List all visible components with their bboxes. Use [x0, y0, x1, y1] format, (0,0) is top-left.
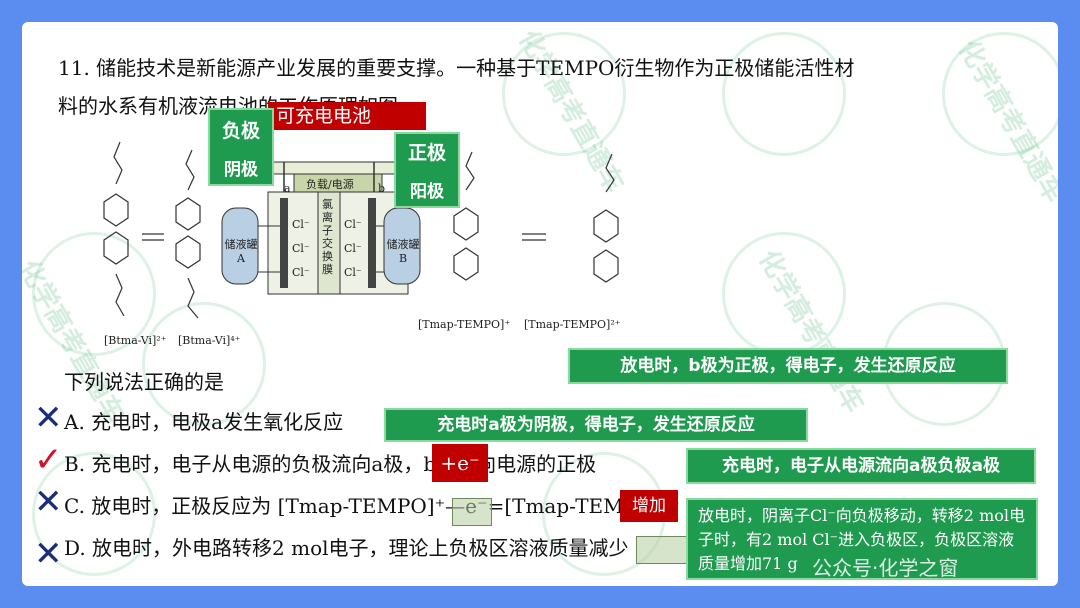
question-line-1: 11. 储能技术是新能源产业发展的重要支撑。一种基于TEMPO衍生物作为正极储能… — [58, 56, 855, 80]
cl-ion: Cl⁻ — [292, 266, 310, 279]
watermark-circle — [142, 302, 266, 426]
positive-electrode-label: 正极 — [407, 142, 446, 164]
option-d-highlight — [636, 536, 690, 564]
cl-ion: Cl⁻ — [344, 242, 362, 255]
option-c[interactable]: C. 放电时，正极反应为 [Tmap-TEMPO]⁺—e⁻=[Tmap-TEMP… — [64, 494, 680, 518]
note-charge-a: 充电时a极为阴极，得电子，发生还原反应 — [384, 408, 808, 442]
watermark-circle — [722, 32, 846, 156]
note-charge-flow: 充电时，电子从电源流向a极负极a极 — [686, 448, 1036, 484]
option-d[interactable]: D. 放电时，外电路转移2 mol电子，理论上负极区溶液质量减少 — [64, 536, 629, 560]
btma-vi-4-label: [Btma-Vi]⁴⁺ — [178, 334, 241, 347]
note-discharge-detail: 放电时，阴离子Cl⁻向负极移动，转移2 mol电子时，有2 mol Cl⁻进入负… — [686, 498, 1038, 580]
electrode-a-label: a — [284, 182, 291, 195]
load-label: 负载/电源 — [306, 178, 354, 191]
negative-electrode-tag: 负极 阴极 — [208, 108, 274, 186]
cathode-label: 阴极 — [224, 160, 258, 180]
tmap-2-label: [Tmap-TEMPO]²⁺ — [524, 318, 621, 331]
cl-ion: Cl⁻ — [292, 218, 310, 231]
flow-battery-diagram — [103, 141, 619, 319]
cl-ion: Cl⁻ — [344, 218, 362, 231]
btma-vi-2-label: [Btma-Vi]²⁺ — [104, 334, 167, 347]
watermark-circle — [32, 452, 156, 576]
cell-apparatus — [221, 161, 421, 295]
rechargeable-battery-label: 可充电电池 — [268, 102, 426, 130]
note-discharge-b: 放电时，b极为正极，得电子，发生还原反应 — [568, 348, 1008, 384]
cl-ion: Cl⁻ — [292, 242, 310, 255]
tank-b-label: 储液罐 B — [386, 238, 420, 265]
right-mark-b: ✓ — [34, 440, 63, 480]
electrode-b-label: b — [378, 182, 386, 195]
increase-tag: 增加 — [620, 490, 678, 522]
positive-electrode-tag: 正极 阳极 — [394, 132, 460, 208]
footer-watermark: 公众号·化学之窗 — [812, 556, 959, 580]
wrong-mark-a: ✕ — [34, 398, 63, 438]
watermark-circle — [502, 32, 626, 156]
question-prompt: 下列说法正确的是 — [64, 370, 224, 394]
option-b[interactable]: B. 充电时，电子从电源的负极流向a极，b极流向电源的正极 — [64, 452, 597, 476]
cl-ion: Cl⁻ — [344, 266, 362, 279]
anode-label: 阳极 — [410, 182, 444, 202]
btma-vi-molecules — [103, 141, 619, 319]
wrong-mark-d: ✕ — [34, 534, 63, 574]
slide: 化学高考直通车 化学高考直通车 化学高考直通车 化学高考直通车 11. 储能技术… — [22, 22, 1058, 586]
membrane-label: 氯离子交换膜 — [322, 198, 333, 276]
negative-electrode-label: 负极 — [221, 120, 260, 142]
watermark-circle — [942, 32, 1058, 156]
watermark-circle — [32, 232, 156, 356]
plus-electron-tag: +e⁻ — [432, 444, 488, 482]
option-c-highlight — [452, 498, 492, 526]
option-a[interactable]: A. 充电时，电极a发生氧化反应 — [64, 410, 344, 434]
wrong-mark-c: ✕ — [34, 482, 63, 522]
tmap-1-label: [Tmap-TEMPO]⁺ — [418, 318, 511, 331]
tank-a-label: 储液罐 A — [224, 238, 258, 265]
